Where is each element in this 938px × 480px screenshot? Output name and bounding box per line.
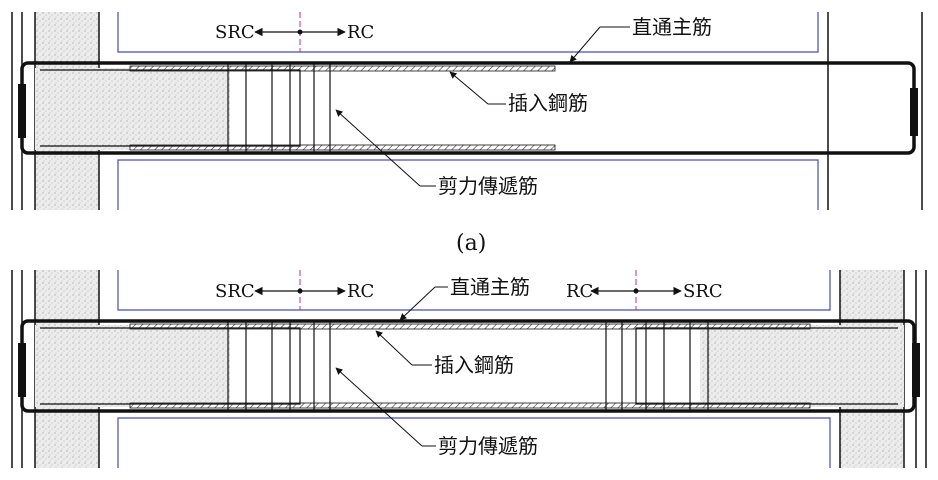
panel-a-inserted-bar-label: 插入鋼筋 bbox=[508, 91, 588, 115]
panel-b-inserted-bar-bottom bbox=[129, 402, 811, 409]
panel-b-left-src-label: SRC bbox=[215, 281, 255, 302]
panel-b-main-bar bbox=[20, 319, 916, 413]
panel-b-inserted-bar-leader bbox=[375, 330, 413, 366]
panel-a-inserted-bar-leader bbox=[449, 71, 489, 105]
panel-a-inserted-bar-bottom bbox=[129, 144, 556, 151]
panel-b-right-src-label: SRC bbox=[683, 281, 723, 302]
panel-a-shear-bar-leader bbox=[335, 109, 421, 187]
panel-b-right-rc-label: RC bbox=[566, 281, 593, 302]
panel-a-caption: (a) bbox=[456, 231, 486, 256]
panel-a-src-label: SRC bbox=[215, 22, 255, 43]
panel-a-right-column bbox=[827, 12, 923, 210]
panel-b-inserted-bar-label: 插入鋼筋 bbox=[434, 353, 514, 377]
panel-a-main-bar-label: 直通主筋 bbox=[632, 15, 712, 39]
panel-a-stirrups bbox=[227, 64, 331, 152]
panel-b-right-src-concrete bbox=[700, 325, 904, 407]
panel-a-slabs bbox=[117, 12, 819, 210]
panel-b-slabs bbox=[117, 270, 831, 468]
panel-a-main-bar-leader bbox=[569, 26, 601, 63]
panel-a: SRC RC 直通主筋 插入鋼筋 剪力傳遞筋 bbox=[11, 12, 923, 210]
panel-a-main-bar bbox=[20, 61, 916, 155]
panel-a-rc-label: RC bbox=[347, 22, 374, 43]
panel-b-stirrups-right bbox=[605, 322, 709, 410]
panel-b-inserted-bar-top bbox=[129, 323, 811, 330]
panel-b-left-rc-label: RC bbox=[347, 281, 374, 302]
panel-b-left-src-concrete bbox=[35, 325, 230, 407]
panel-b-steel-flange-left bbox=[40, 327, 301, 405]
panel-b: SRC RC RC SRC 直通主筋 插入鋼筋 剪力傳遞筋 bbox=[11, 270, 927, 468]
panel-a-steel-flange bbox=[40, 69, 301, 147]
panel-a-inserted-bar-top bbox=[129, 65, 556, 72]
panel-b-steel-flange-right bbox=[635, 327, 898, 405]
panel-b-shear-bar-leader bbox=[335, 367, 423, 447]
panel-b-shear-bar-label: 剪力傳遞筋 bbox=[438, 434, 538, 458]
panel-b-main-bar-leader bbox=[399, 286, 436, 321]
panel-a-src-concrete bbox=[35, 68, 230, 150]
panel-a-shear-bar-label: 剪力傳遞筋 bbox=[438, 174, 538, 198]
panel-b-stirrups-left bbox=[227, 322, 331, 410]
panel-b-main-bar-label: 直通主筋 bbox=[450, 275, 530, 299]
